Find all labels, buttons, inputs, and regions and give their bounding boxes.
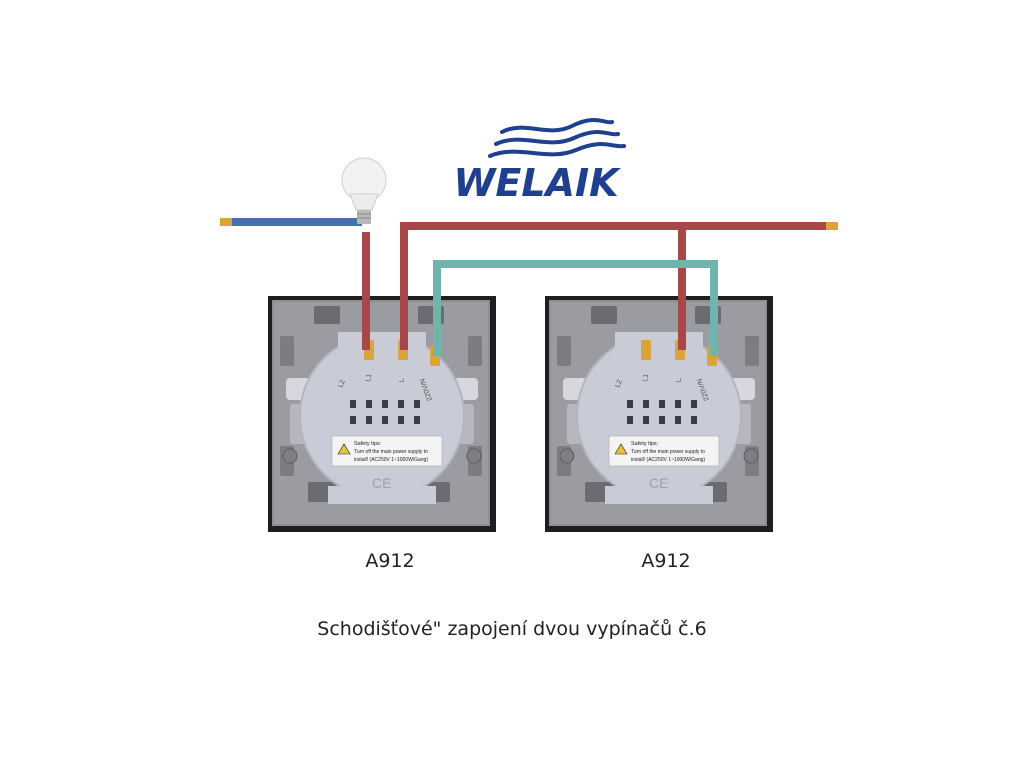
wires [220,218,838,356]
terminal-label: L1 [642,373,650,382]
sticker-line2: install! (AC250V 1~1000W/Gang) [631,457,705,463]
sticker-title: Safety tips: [631,441,659,447]
light-bulb-icon [341,157,387,224]
switch-model-label: A912 [641,550,691,572]
wire-tip [826,222,838,230]
terminal-label: L [676,378,683,383]
switch-right: L2 L1 L 220V/N Safety tips: Turn off the… [545,296,773,532]
switch-left: L2 L1 L 220V/N Safety tips: Turn off the… [268,296,496,532]
terminal-label: L2 [614,379,623,389]
sticker-title: Safety tips: [354,441,382,447]
ce-mark: CE [372,475,391,491]
ce-mark: CE [649,475,668,491]
diagram-caption: Schodišťové" zapojení dvou vypínačů č.6 [317,618,707,640]
sticker-line1: Turn off the main power supply to [354,449,428,455]
live-wire [400,222,830,350]
terminal-label: L [399,378,406,383]
sticker-line2: install! (AC250V 1~1000W/Gang) [354,457,428,463]
wave-icon [488,117,626,158]
brand-name: WELAIK [453,161,621,205]
terminal-label: L1 [365,373,373,382]
traveler-wire [433,260,718,356]
brand-logo: WELAIK [453,117,626,205]
switch-model-label: A912 [365,550,415,572]
wire-tip [220,218,232,226]
sticker-line1: Turn off the main power supply to [631,449,705,455]
terminal-label: L2 [337,379,346,389]
